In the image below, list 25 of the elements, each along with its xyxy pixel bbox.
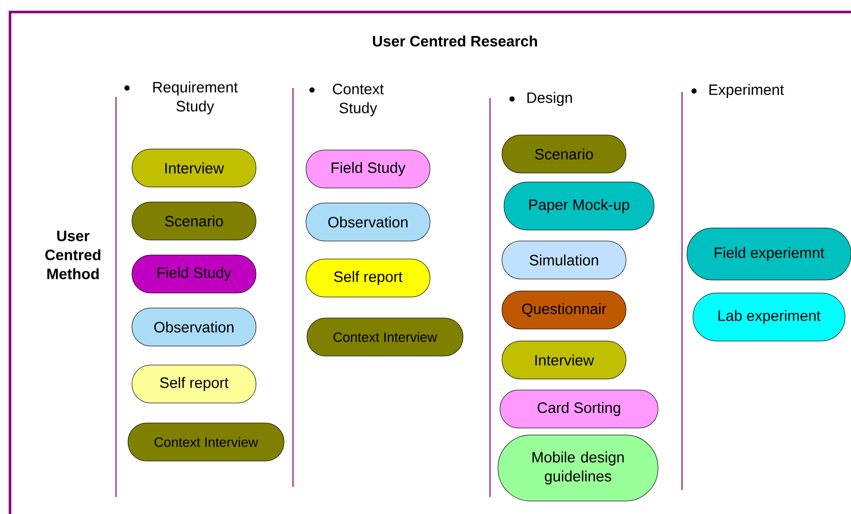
method-pill: Context Interview — [128, 422, 284, 462]
column-heading: Requirement Study — [124, 82, 238, 114]
method-pill: Lab experiment — [692, 292, 846, 342]
method-pill: Interview — [132, 148, 256, 188]
column-heading: Experiment — [691, 84, 784, 98]
method-pill: Mobile design guidelines — [498, 434, 658, 502]
method-pill: Self report — [132, 364, 256, 404]
method-pill: Field Study — [306, 150, 430, 188]
method-pill: Self report — [306, 258, 430, 298]
method-pill: Paper Mock-up — [504, 182, 654, 230]
method-pill: Scenario — [132, 202, 256, 240]
method-pill: Observation — [306, 202, 430, 242]
method-pill: Card Sorting — [500, 390, 658, 428]
method-pill: Context Interview — [306, 318, 464, 356]
column-heading: Design — [509, 92, 572, 106]
method-pill: Field Study — [132, 254, 256, 294]
row-heading: User Centred Method — [45, 230, 100, 280]
method-pill: Field experiemnt — [686, 228, 851, 280]
method-pill: Interview — [502, 340, 626, 380]
method-pill: Observation — [132, 308, 256, 346]
method-pill: Questionnair — [502, 290, 626, 330]
method-pill: Simulation — [502, 240, 626, 280]
column-heading: Context Study — [309, 84, 384, 116]
title: User Centred Research — [372, 35, 537, 46]
method-pill: Scenario — [502, 134, 626, 174]
